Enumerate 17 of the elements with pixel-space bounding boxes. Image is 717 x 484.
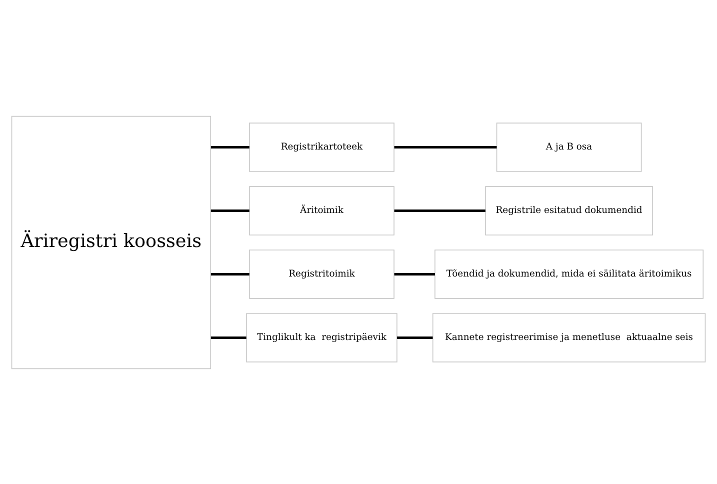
- node-box: Äritoimik: [249, 186, 394, 235]
- node-box: Tõendid ja dokumendid, mida ei säilitata äritoimikus: [434, 249, 704, 298]
- connector: [394, 209, 486, 212]
- connector: [394, 272, 435, 275]
- node-box: A ja B osa: [496, 122, 642, 172]
- connector: [210, 146, 250, 148]
- connector: [394, 146, 497, 148]
- node-box: Registrikartoteek: [249, 122, 394, 172]
- connector: [396, 336, 433, 338]
- connector: [210, 272, 250, 275]
- node-box: Tinglikult ka registripäevik: [246, 312, 398, 362]
- connector: [210, 336, 246, 338]
- connector: [210, 209, 250, 212]
- node-box: Äriregistri koosseis: [11, 115, 212, 369]
- node-box: Kannete registreerimise ja menetluse aktuaalne seis: [432, 312, 706, 362]
- node-box: Registritoimik: [249, 249, 394, 298]
- node-box: Registrile esitatud dokumendid: [485, 186, 653, 235]
